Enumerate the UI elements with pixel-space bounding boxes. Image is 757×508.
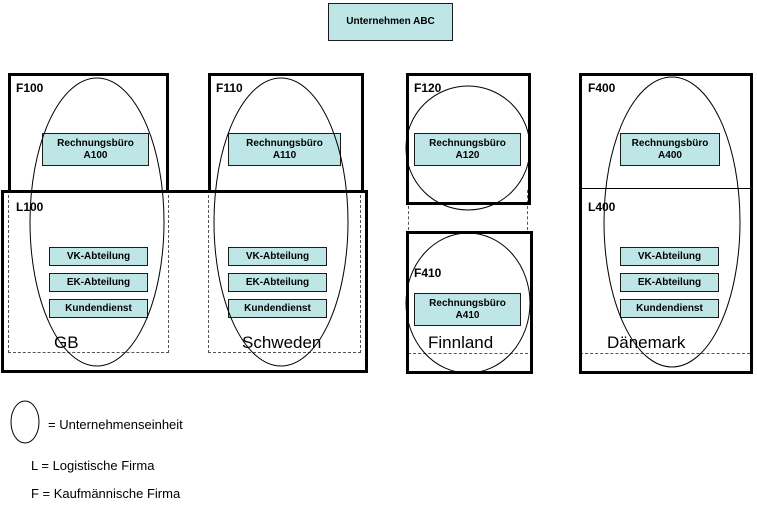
legend-logistic: L = Logistische Firma	[31, 458, 155, 473]
firm-f400-label: F400	[588, 81, 616, 95]
unit-ellipse-finnland-bottom	[405, 232, 531, 374]
unit-ellipse-finnland-top	[405, 85, 531, 211]
dashed-connector-finnland	[408, 190, 528, 230]
dept-vk-gb: VK-Abteilung	[49, 247, 148, 266]
office-a120: Rechnungsbüro A120	[414, 133, 521, 166]
unit-ellipse-daenemark	[603, 76, 741, 368]
country-daenemark: Dänemark	[607, 333, 686, 352]
firm-f400-box	[579, 73, 753, 374]
dashed-region-schweden	[208, 190, 361, 353]
dept-kd-schweden: Kundendienst	[228, 299, 327, 318]
company-label: Unternehmen ABC	[346, 16, 435, 27]
dashed-baseline-finnland	[408, 353, 528, 354]
dept-vk-daenemark: VK-Abteilung	[620, 247, 719, 266]
dept-ek-schweden: EK-Abteilung	[228, 273, 327, 292]
firm-f110-label: F110	[216, 81, 243, 95]
legend-ellipse-icon	[10, 400, 40, 444]
dept-ek-gb: EK-Abteilung	[49, 273, 148, 292]
legend-unit: = Unternehmenseinheit	[48, 417, 183, 432]
dept-kd-gb: Kundendienst	[49, 299, 148, 318]
legend-commercial: F = Kaufmännische Firma	[31, 486, 181, 501]
firm-f410-label: F410	[414, 266, 442, 280]
office-a400: Rechnungsbüro A400	[620, 133, 720, 166]
company-box: Unternehmen ABC	[328, 3, 453, 41]
country-gb: GB	[54, 333, 79, 352]
dept-kd-daenemark: Kundendienst	[620, 299, 719, 318]
firm-f100-label: F100	[16, 81, 44, 95]
logistic-l100-box	[1, 190, 368, 373]
country-schweden: Schweden	[242, 333, 322, 352]
logistic-l100-label: L100	[16, 200, 44, 214]
country-finnland: Finnland	[428, 333, 494, 352]
office-a410: Rechnungsbüro A410	[414, 293, 521, 326]
dashed-baseline-daenemark	[580, 353, 750, 354]
logistic-l400-label: L400	[588, 200, 616, 214]
unit-ellipse-schweden	[213, 77, 349, 367]
dashed-region-gb	[8, 190, 169, 353]
dept-vk-schweden: VK-Abteilung	[228, 247, 327, 266]
dept-ek-daenemark: EK-Abteilung	[620, 273, 719, 292]
unit-ellipse-gb	[29, 77, 165, 367]
divider-f400-l400	[582, 188, 750, 189]
office-a110: Rechnungsbüro A110	[228, 133, 341, 166]
firm-f120-label: F120	[414, 81, 442, 95]
office-a100: Rechnungsbüro A100	[42, 133, 149, 166]
